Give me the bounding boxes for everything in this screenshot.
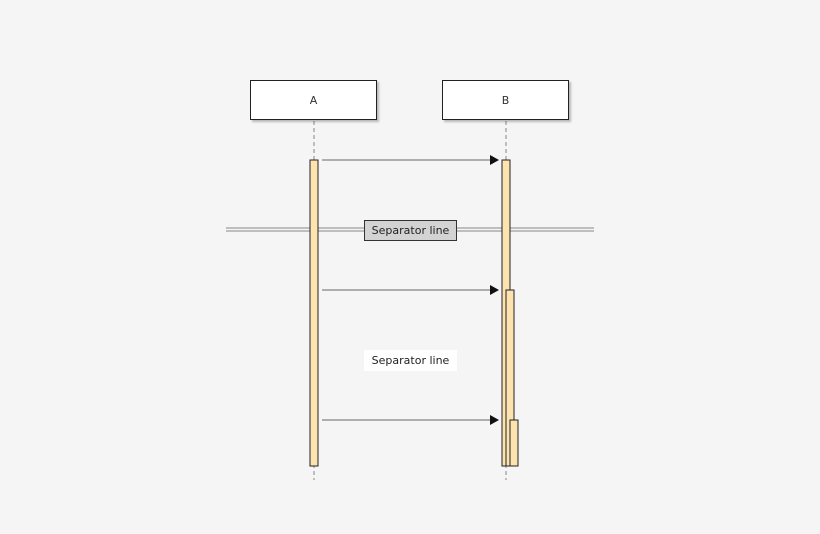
participant-a-label: A <box>309 93 318 107</box>
separator-text-1: Separator line <box>371 224 450 237</box>
activation-a <box>309 159 319 467</box>
participant-b: B <box>442 80 569 120</box>
message-arrow-2 <box>322 285 499 295</box>
separator-text-2: Separator line <box>371 354 450 367</box>
message-arrow-1 <box>322 155 499 165</box>
separator-label-2: Separator line <box>364 350 457 371</box>
activation-b-3 <box>509 419 519 467</box>
separator-label-1: Separator line <box>364 220 457 241</box>
message-arrow-3 <box>322 415 499 425</box>
participant-a: A <box>250 80 377 120</box>
participant-b-label: B <box>501 93 510 107</box>
